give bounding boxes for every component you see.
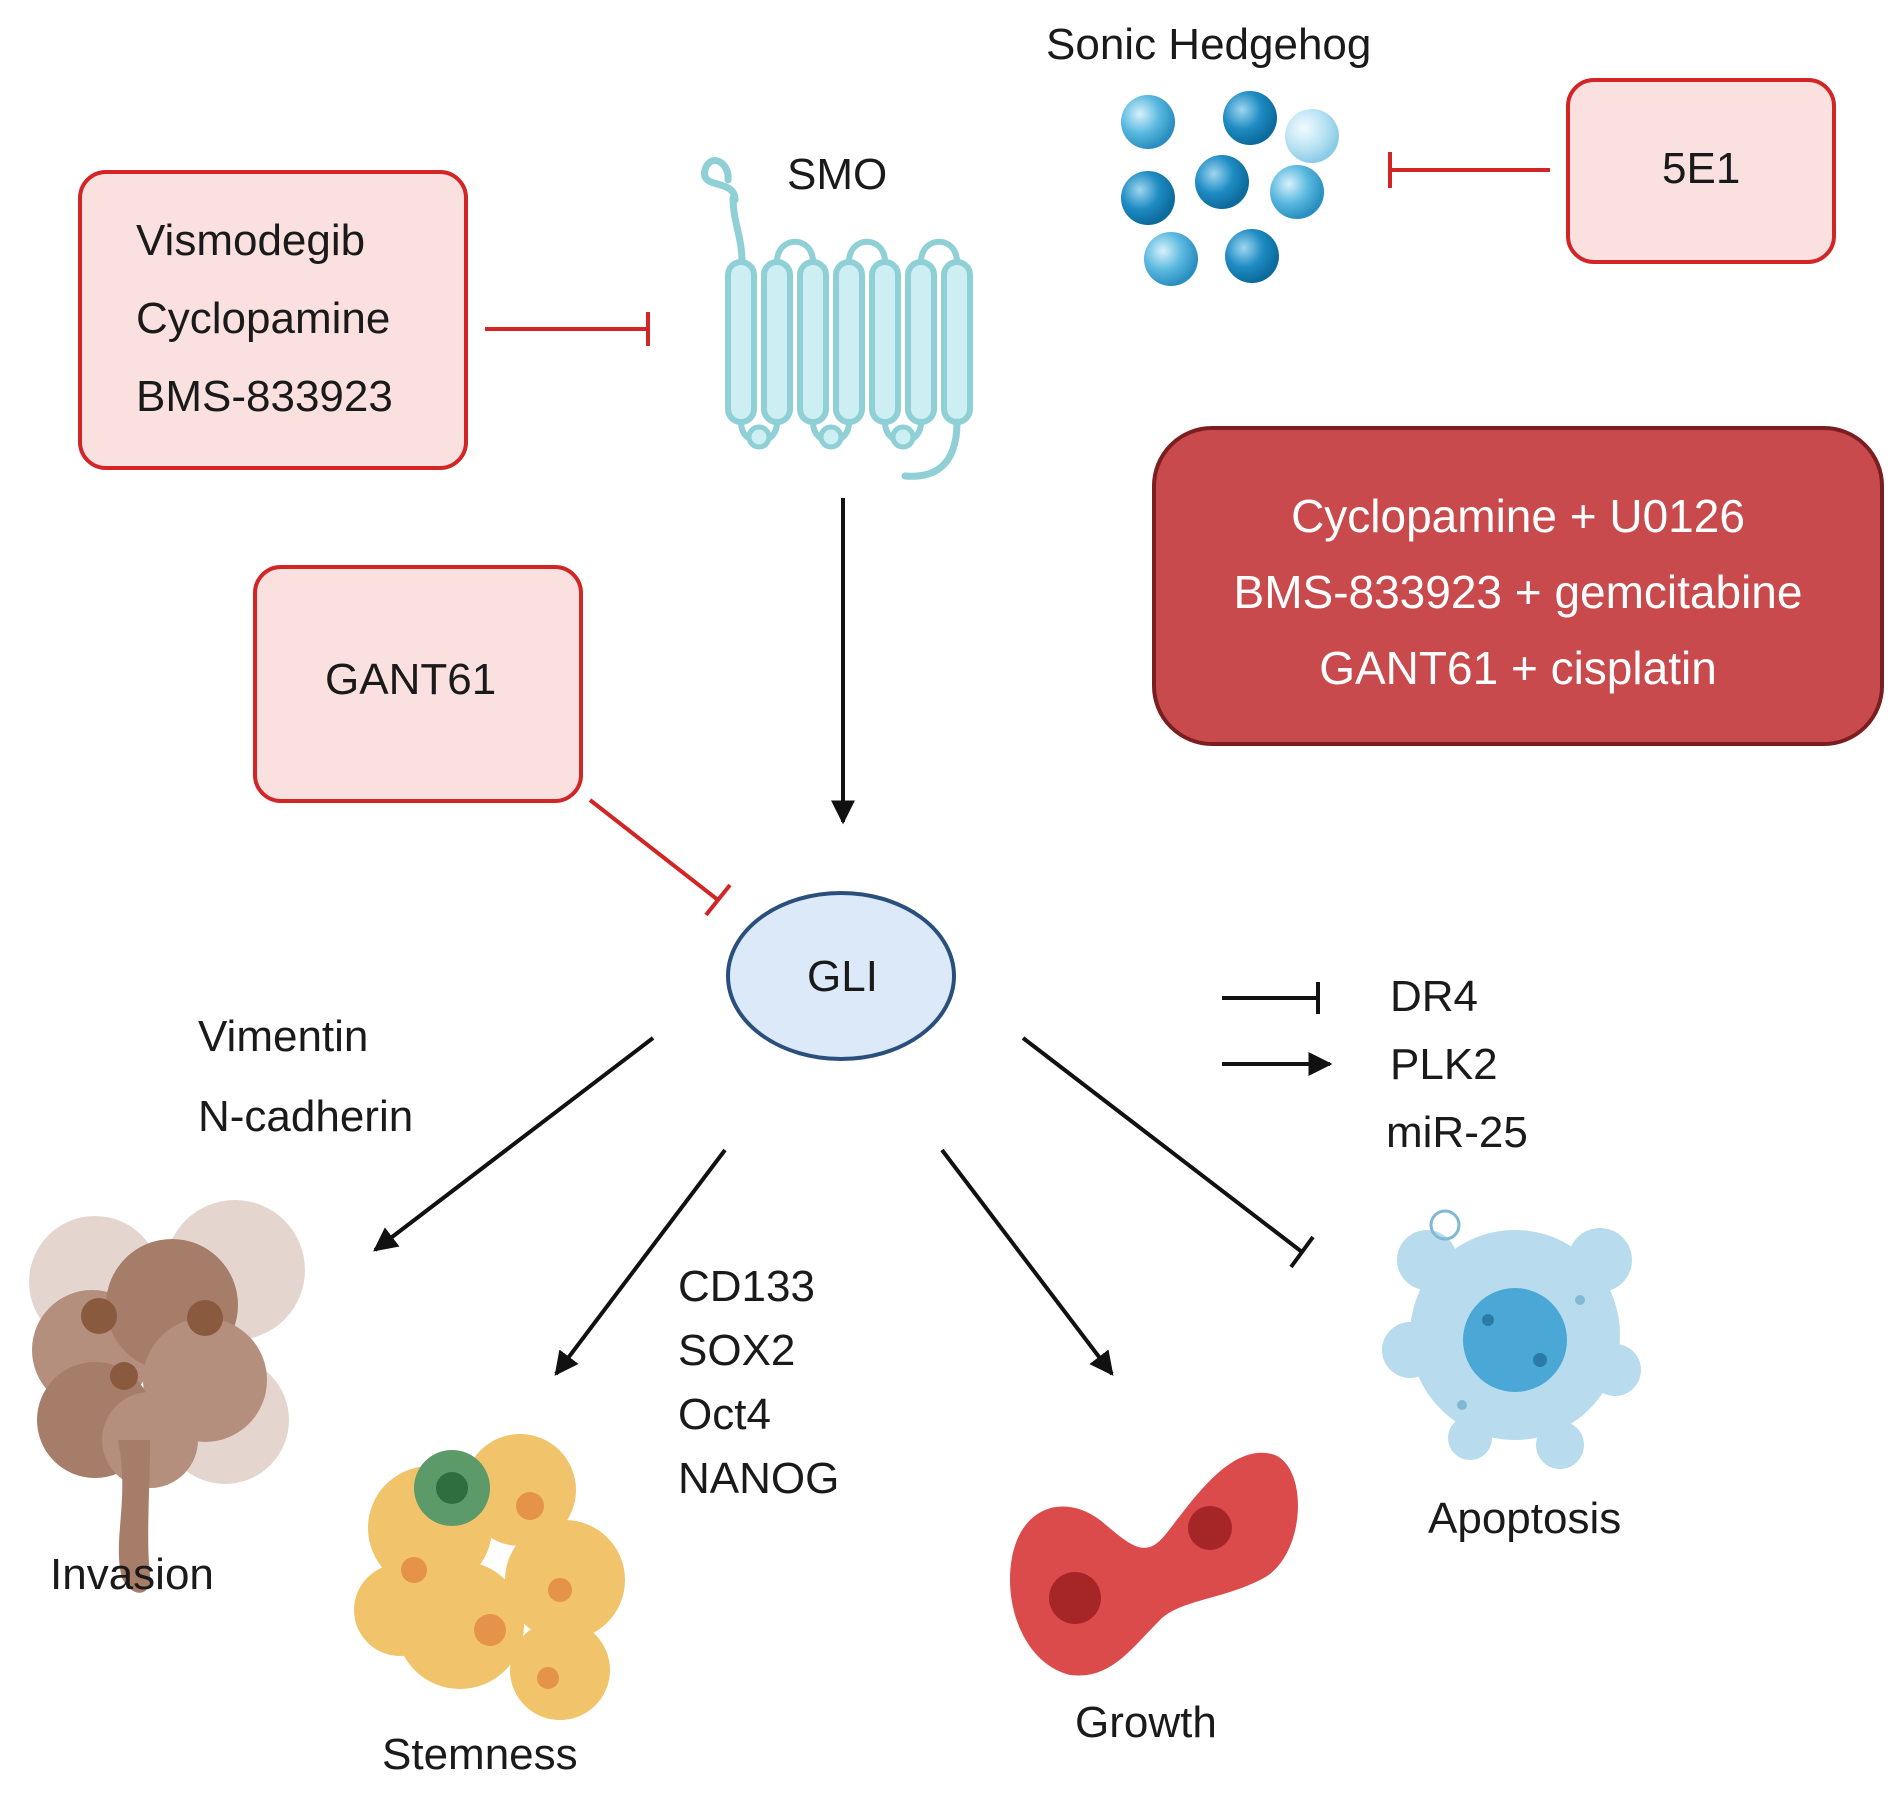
shh-inhibition-line — [1388, 152, 1550, 188]
dr4-inhibit-legend-line — [1222, 982, 1320, 1014]
smo-inhibitor-vismodegib: Vismodegib — [136, 216, 366, 265]
sonic-hedgehog-molecules-icon — [1121, 91, 1339, 286]
invasion-cells-icon — [29, 1200, 305, 1593]
marker-nanog: NANOG — [678, 1454, 840, 1503]
gli-node — [726, 891, 956, 1061]
outcome-invasion: Invasion — [50, 1550, 214, 1599]
marker-vimentin: Vimentin — [198, 1012, 369, 1061]
marker-dr4: DR4 — [1390, 972, 1479, 1021]
smo-inhibition-line — [485, 312, 650, 346]
marker-cd133: CD133 — [678, 1262, 815, 1311]
gli-to-stemness-arrow — [554, 1148, 727, 1376]
shh-inhibitor-5e1: 5E1 — [1662, 144, 1741, 193]
gli-to-growth-arrow — [940, 1148, 1114, 1376]
outcome-stemness: Stemness — [382, 1730, 578, 1779]
marker-oct4: Oct4 — [678, 1390, 771, 1439]
stemness-cells-icon — [354, 1434, 625, 1720]
combination-therapy-box: Cyclopamine + U0126 BMS-833923 + gemcita… — [1152, 426, 1884, 746]
marker-sox2: SOX2 — [678, 1326, 796, 1375]
gli-inhibition-line — [588, 798, 732, 917]
gli-inhibitor-gant61: GANT61 — [325, 655, 497, 704]
gli-label: GLI — [807, 952, 878, 1001]
gli-inhibitor-box: GANT61 — [253, 565, 583, 803]
outcome-growth: Growth — [1075, 1698, 1217, 1747]
marker-mir25: miR-25 — [1386, 1108, 1528, 1157]
gli-to-invasion-arrow — [373, 1036, 655, 1252]
shh-inhibitor-box: 5E1 — [1566, 78, 1836, 264]
combination-cyclopamine-u0126: Cyclopamine + U0126 — [1291, 490, 1745, 542]
apoptosis-cell-icon — [1382, 1209, 1641, 1469]
sonic-hedgehog-label: Sonic Hedgehog — [1046, 20, 1372, 69]
smo-label: SMO — [787, 150, 888, 199]
growth-dividing-cell-icon — [1010, 1452, 1298, 1676]
combination-bms833923-gemcitabine: BMS-833923 + gemcitabine — [1233, 566, 1803, 618]
marker-plk2: PLK2 — [1390, 1040, 1498, 1089]
smo-inhibitor-bms833923: BMS-833923 — [136, 372, 393, 421]
combination-gant61-cisplatin: GANT61 + cisplatin — [1319, 642, 1717, 694]
smo-inhibitor-cyclopamine: Cyclopamine — [136, 294, 391, 343]
outcome-apoptosis: Apoptosis — [1428, 1494, 1622, 1543]
smo-receptor-icon — [701, 157, 973, 480]
gli-inhibits-apoptosis-line — [1021, 1036, 1315, 1269]
marker-n-cadherin: N-cadherin — [198, 1092, 414, 1141]
smo-inhibitors-box: Vismodegib Cyclopamine BMS-833923 — [78, 170, 468, 470]
